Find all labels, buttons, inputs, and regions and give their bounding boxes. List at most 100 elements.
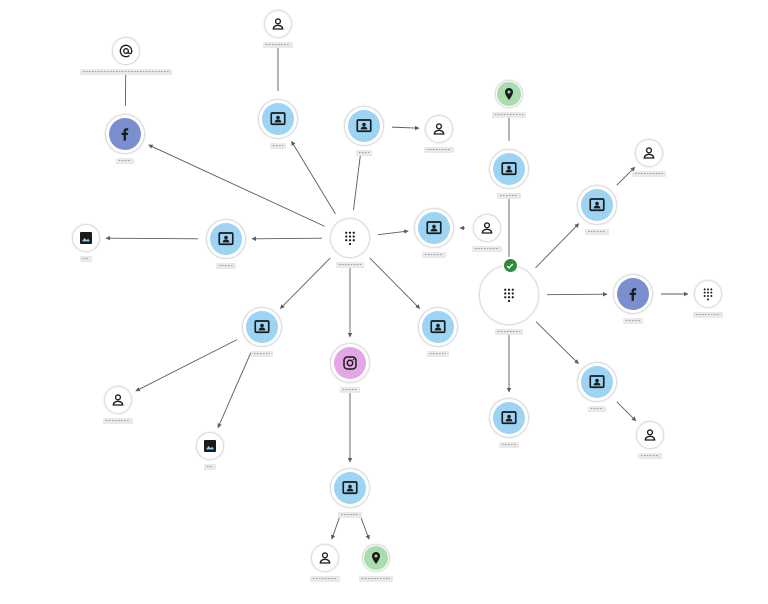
node-label [263,42,293,48]
person-icon [317,550,333,566]
node-hub-left[interactable] [330,218,370,258]
person-card-icon [500,160,518,178]
node-label [251,351,273,357]
node-n-user-bottom[interactable] [311,544,339,572]
node-label [422,252,446,258]
node-n-screen-center[interactable] [418,307,458,347]
person-card-icon [269,110,287,128]
person-icon [110,392,126,408]
node-n-email[interactable] [112,37,140,65]
node-n-location-bottom[interactable] [362,544,390,572]
person-card-icon [500,409,518,427]
edge-n-screen-lowleft-to-n-image-lowleft [217,352,252,429]
node-n-screen-left[interactable] [206,219,246,259]
node-label [497,193,521,199]
edge-hub-left-to-n-screen-lowleft [279,257,331,309]
edge-n-screen-right2-to-n-user-right2 [616,401,637,422]
person-icon [479,220,495,236]
edge-hub-left-to-n-screen-top [291,140,336,215]
node-label [356,150,372,156]
node-label [103,418,133,424]
edge-hub-right-to-n-screen-right1 [535,223,580,269]
node-n-dialpad-right[interactable] [694,280,722,308]
node-n-user-lowleft[interactable] [104,386,132,414]
node-label [204,464,216,470]
node-label [80,69,172,75]
person-icon [431,121,447,137]
node-label [623,318,643,324]
node-n-user-mid[interactable] [473,214,501,242]
node-n-instagram[interactable] [330,343,370,383]
node-label [310,576,340,582]
edge-hub-left-to-n-screen-left [251,236,323,242]
person-card-icon [341,479,359,497]
edge-hub-left-to-n-screen-topmid [353,151,363,211]
node-label [116,158,134,164]
edge-hub-left-to-n-screen-mid [377,229,409,236]
person-card-icon [253,318,271,336]
node-label [472,246,502,252]
node-n-screen-lowmid[interactable] [489,398,529,438]
node-label [340,387,360,393]
node-n-facebook-right[interactable] [613,274,653,314]
location-pin-icon [501,86,517,102]
verified-check-icon [502,258,518,273]
node-n-screen-right2[interactable] [577,362,617,402]
node-n-image-left[interactable] [72,224,100,252]
node-n-screen-lowleft[interactable] [242,307,282,347]
instagram-icon [341,354,359,372]
node-n-screen-bottom[interactable] [330,468,370,508]
image-icon [202,438,218,454]
node-n-location-top[interactable] [495,80,523,108]
node-label [216,263,236,269]
node-label [359,576,393,582]
at-icon [118,43,134,59]
person-card-icon [588,373,606,391]
node-n-screen-top[interactable] [258,99,298,139]
node-label [638,453,662,459]
node-n-screen-topmid[interactable] [344,106,384,146]
node-n-user-right2[interactable] [636,421,664,449]
edge-n-screen-bottom-to-n-location-bottom [359,514,370,540]
person-card-icon [355,117,373,135]
person-icon [642,427,658,443]
edge-n-screen-lowleft-to-n-user-lowleft [135,339,238,392]
node-hub-right[interactable] [479,258,539,325]
node-label [492,112,526,118]
dialpad-icon [500,286,518,304]
node-n-screen-right1[interactable] [577,185,617,225]
edge-n-screen-bottom-to-n-user-bottom [330,514,342,540]
person-card-icon [429,318,447,336]
node-n-image-lowleft[interactable] [196,432,224,460]
node-label [80,256,92,262]
node-label [338,512,362,518]
node-n-screen-mid[interactable] [414,208,454,248]
person-icon [641,145,657,161]
node-label [495,329,523,335]
edge-n-screen-left-to-n-image-left [105,235,199,241]
node-n-user-topmid[interactable] [425,115,453,143]
node-n-user-right1[interactable] [635,139,663,167]
node-label [270,143,286,149]
node-n-user-top[interactable] [264,10,292,38]
person-card-icon [425,219,443,237]
node-label [588,406,606,412]
node-label [427,351,449,357]
edge-hub-left-to-n-facebook-left [148,144,325,227]
image-icon [78,230,94,246]
edge-n-screen-right1-to-n-user-right1 [616,166,636,186]
edge-hub-left-to-n-screen-center [369,257,421,309]
person-icon [270,16,286,32]
node-label [585,229,609,235]
edge-hub-right-to-n-screen-right2 [535,321,579,365]
node-label [424,147,454,153]
node-n-facebook-left[interactable] [105,114,145,154]
location-pin-icon [368,550,384,566]
person-card-icon [217,230,235,248]
person-card-icon [588,196,606,214]
edge-n-screen-topmid-to-n-user-topmid [391,125,420,131]
node-n-screen-upright[interactable] [489,149,529,189]
dialpad-icon [700,286,716,302]
